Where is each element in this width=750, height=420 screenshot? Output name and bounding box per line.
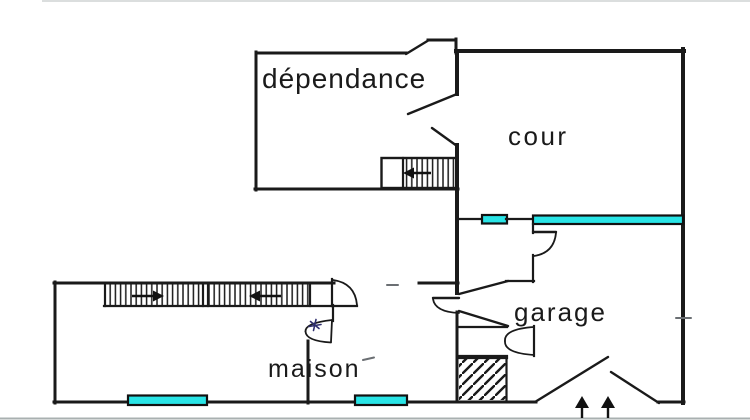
- left-arrow-icon: [403, 167, 414, 179]
- door-swing-arc: [533, 232, 557, 257]
- long-glazing: [531, 214, 685, 226]
- dependance-label: dépendance: [262, 63, 426, 94]
- ramp-hatching: [459, 358, 507, 400]
- open-door-leaf: [404, 38, 431, 56]
- room-dependance: dépendance: [253, 37, 460, 295]
- open-door-leaf: [457, 309, 510, 328]
- door-swing-arc: [332, 279, 358, 306]
- open-gate-leaf: [533, 355, 610, 404]
- garage-ramp: [456, 356, 509, 402]
- door-swing-arc: [504, 340, 535, 356]
- door-chord: [330, 319, 333, 343]
- room-maison: maison: [52, 277, 538, 407]
- room-cour: cour: [454, 47, 692, 405]
- dependance-staircase: [380, 156, 459, 190]
- south-window-left: [126, 394, 209, 407]
- door-swing-arc: [304, 330, 332, 344]
- south-window-right: [353, 394, 409, 407]
- small-window: [480, 213, 509, 225]
- door-leaf: [406, 92, 459, 116]
- room-garage: garage: [455, 297, 686, 418]
- star-stroke: [309, 320, 320, 330]
- left-arrow-icon: [249, 290, 260, 302]
- door-leaf: [430, 126, 459, 148]
- door-swing-arc: [504, 326, 535, 342]
- door-swing-arc: [304, 319, 333, 333]
- star-mark: [308, 318, 322, 332]
- right-arrow-icon: [153, 290, 164, 302]
- vestibule: [431, 213, 685, 328]
- door-swing-arc: [432, 298, 460, 314]
- garage-label: garage: [514, 297, 607, 327]
- cour-label: cour: [508, 121, 569, 151]
- up-arrow-icon: [601, 396, 615, 408]
- open-gate-leaf: [609, 370, 661, 405]
- maison-staircase: [102, 281, 335, 308]
- open-door-leaf: [457, 279, 510, 296]
- tick-mark: [362, 356, 375, 361]
- up-arrow-icon: [575, 396, 589, 408]
- maison-label: maison: [268, 355, 361, 383]
- entrance-arrows: [575, 396, 615, 418]
- stair-outline: [380, 156, 459, 190]
